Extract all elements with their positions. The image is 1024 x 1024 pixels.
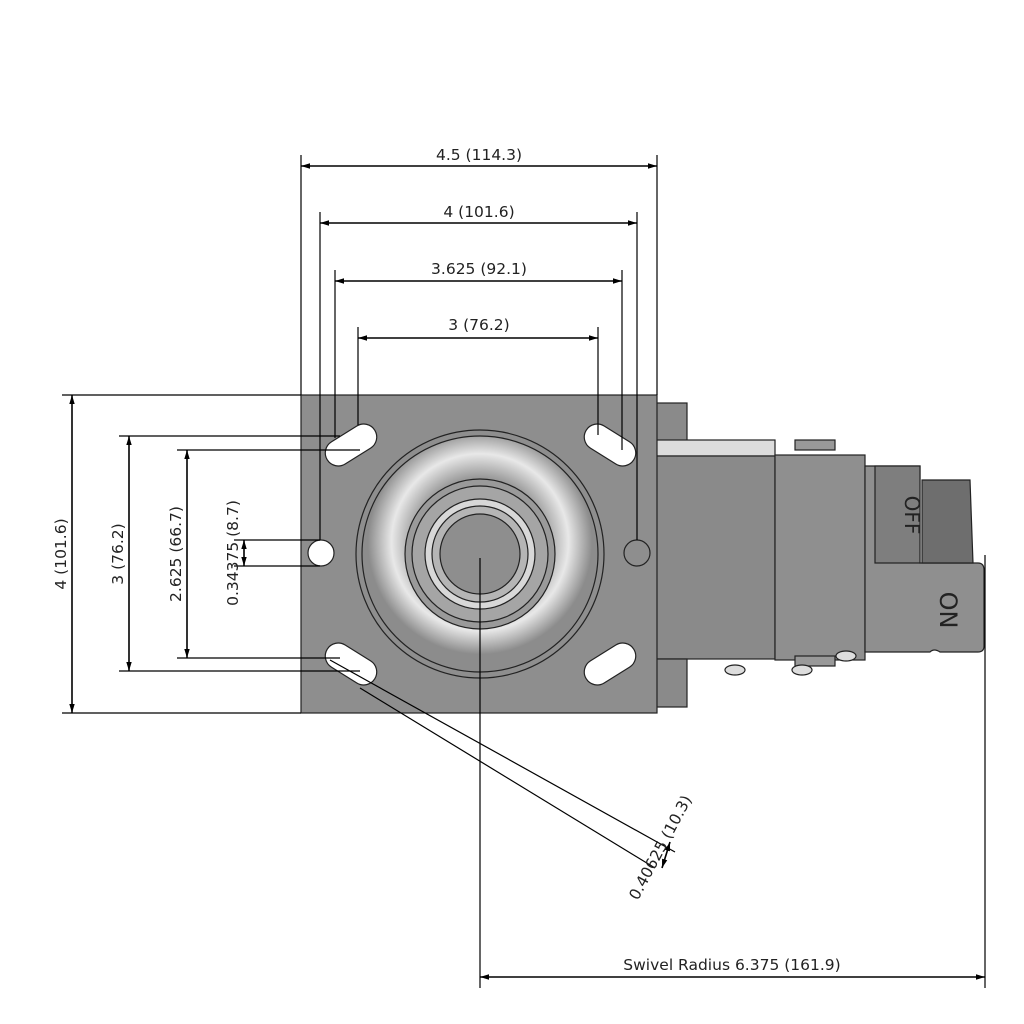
dim-plate-height: 4 (101.6) <box>52 518 70 589</box>
hole-right <box>623 539 651 567</box>
dimension-lines <box>69 163 985 980</box>
dim-bolt-span-mid: 3.625 (92.1) <box>431 260 527 278</box>
dim-bolt-vert-outer: 3 (76.2) <box>109 523 127 584</box>
brake-assembly: OFF ON <box>654 402 985 708</box>
dim-hole-diameter: 0.40625 (10.3) <box>625 792 695 903</box>
dim-plate-width: 4.5 (114.3) <box>436 146 522 164</box>
slot-top-left <box>324 423 378 467</box>
slot-bottom-left <box>324 642 378 686</box>
brake-on-label: ON <box>934 592 962 629</box>
dim-slot-width: 0.34375 (8.7) <box>224 500 242 606</box>
brake-off-label: OFF <box>900 496 924 535</box>
slot-bottom-right <box>583 642 637 686</box>
extension-lines <box>62 155 986 988</box>
top-plate <box>300 394 658 714</box>
hole-left <box>307 539 335 567</box>
dim-swivel-radius: Swivel Radius 6.375 (161.9) <box>623 956 840 974</box>
dim-bolt-span-outer: 4 (101.6) <box>443 203 514 221</box>
dim-bolt-vert-inner: 2.625 (66.7) <box>167 506 185 602</box>
slot-top-right <box>583 423 637 467</box>
dim-bolt-span-inner: 3 (76.2) <box>448 316 509 334</box>
